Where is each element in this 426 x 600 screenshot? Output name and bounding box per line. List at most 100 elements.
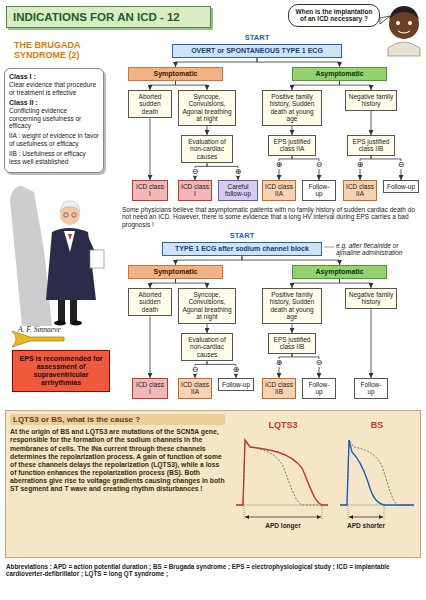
node-text: ICD class I <box>181 183 209 198</box>
node-text: OVERT or SPONTANEOUS TYPE 1 ECG <box>175 47 339 55</box>
flow-connector <box>292 126 293 135</box>
node-text: IIB : Usefulness or efficacy less well e… <box>9 150 99 165</box>
flow-connector <box>292 324 293 333</box>
node-text: Aborted sudden death <box>131 291 169 313</box>
sign-label: ⊖ <box>315 359 323 367</box>
node-text: Aborted sudden death <box>131 93 169 115</box>
node-text: Positive family history, Sudden death at… <box>265 291 319 321</box>
node-text: Positive family history, Sudden death at… <box>265 93 319 123</box>
shoe <box>54 321 66 326</box>
followup-box: Follow-up <box>218 378 254 391</box>
note-box: EPS is recommended for assessment of sup… <box>12 350 110 392</box>
followup-box: Careful follow-up <box>218 180 258 201</box>
node-text: ICD class I <box>135 381 165 396</box>
shadow <box>10 186 52 326</box>
abbreviations: Abbreviations : APD = action potential d… <box>6 563 420 577</box>
process-box: Positive family history, Sudden death at… <box>262 90 322 126</box>
panel-heading: LQTS3 or BS, what is the cause ? <box>10 414 225 425</box>
flow-connector <box>176 58 258 67</box>
glasses <box>72 213 76 217</box>
class-box: Class I :Clear evidence that procedure o… <box>4 68 104 173</box>
node-text: EPS justified class IIA <box>271 138 313 153</box>
sign-label: ⊕ <box>275 359 283 367</box>
symptom-band: Asymptomatic <box>292 67 387 81</box>
process-box: EPS justified class IIB <box>347 135 395 156</box>
outcome-box: ICD class IIA <box>343 180 377 201</box>
callout-text: e.g. after flecainide or ajmaline admini… <box>336 242 420 257</box>
flow-connector <box>371 156 401 180</box>
start-box: TYPE 1 ECG after sodium channel block <box>162 242 322 256</box>
flow-connector <box>292 354 319 378</box>
hair <box>389 6 419 20</box>
flow-connector <box>207 324 208 333</box>
outcome-box: ICD class I <box>132 180 168 201</box>
apd-label: APD shorter <box>338 522 394 529</box>
node-text: Careful follow-up <box>221 183 255 198</box>
node-text: Follow-up <box>305 183 333 198</box>
node-text: Syncope, Convulsions, Agonal breathing a… <box>181 291 233 321</box>
flow-connector <box>176 81 208 90</box>
node-text: Class I : <box>9 73 99 81</box>
node-text: ICD class I <box>135 183 165 198</box>
glasses <box>64 213 68 217</box>
process-box: Evaluation of non-cardiac causes <box>181 333 233 361</box>
process-box: EPS justified class IIB <box>268 333 316 354</box>
process-box: Syncope, Convulsions, Agonal breathing a… <box>178 288 236 324</box>
node-text: IIA : weight of evidence in favor of use… <box>9 132 99 147</box>
mouth <box>398 31 410 33</box>
speech-bubble: When is the implantation of an ICD neces… <box>288 4 380 27</box>
sign-label: ⊕ <box>356 161 364 169</box>
flow-connector <box>292 81 340 90</box>
followup-box: Follow-up <box>383 180 419 193</box>
node-text: Clear evidence that procedure or treatme… <box>9 81 99 96</box>
node-text: Follow-up <box>357 381 385 396</box>
node-text: TYPE 1 ECG after sodium channel block <box>165 245 319 253</box>
outcome-box: ICD class IIA <box>178 378 212 399</box>
section-title: THE BRUGADA SYNDROME (2) <box>14 40 129 61</box>
symptom-band: Symptomatic <box>128 67 223 81</box>
node-text: ICD class IIB <box>265 381 293 396</box>
flow-connector <box>176 256 243 265</box>
node-text: At the origin of BS and LQTS3 are mutati… <box>10 428 225 493</box>
node-text: Negative family history <box>348 291 394 306</box>
sign-label: ⊖ <box>397 161 405 169</box>
node-text: Asymptomatic <box>295 268 384 276</box>
flow-connector <box>150 81 176 90</box>
node-text: Negative family history <box>348 93 394 108</box>
outcome-box: ICD class IIB <box>262 378 296 399</box>
node-text: Follow-up <box>305 381 333 396</box>
flow-connector <box>150 118 151 180</box>
coat <box>46 228 96 300</box>
process-box: Aborted sudden death <box>128 288 172 316</box>
sign-label: ⊖ <box>191 168 199 176</box>
hair <box>60 201 80 212</box>
apd-label: APD longer <box>255 522 311 529</box>
flow-connector <box>242 256 340 265</box>
outcome-box: ICD class IIA <box>262 180 296 201</box>
bubble-tail <box>380 16 390 24</box>
node-text: EPS justified class IIB <box>350 138 392 153</box>
sign-label: ⊕ <box>275 161 283 169</box>
node-text: ICD class IIA <box>265 183 293 198</box>
process-box: Positive family history, Sudden death at… <box>262 288 322 324</box>
sign-label: ⊖ <box>315 161 323 169</box>
process-box: EPS justified class IIA <box>268 135 316 156</box>
flow-connector <box>176 279 208 288</box>
node-text: Follow-up <box>221 381 251 388</box>
bow-tie <box>68 234 72 240</box>
followup-box: Follow-up <box>354 378 388 399</box>
flow-connector <box>292 279 340 288</box>
node-text: Conflicting evidence concerning usefulne… <box>9 107 99 129</box>
note-text: Some physicians believe that asymptomati… <box>122 206 420 228</box>
node-text: EPS is recommended for assessment of sup… <box>17 355 105 387</box>
process-box: Negative family history <box>345 288 397 309</box>
node-text: EPS justified class IIB <box>271 336 313 351</box>
shoe <box>70 321 82 326</box>
process-box: Negative family history <box>345 90 397 111</box>
node-text: Symptomatic <box>131 268 220 276</box>
node-text: Syncope, Convulsions, Agonal breathing a… <box>181 93 233 123</box>
node-text: Evaluation of non-cardiac causes <box>184 138 230 160</box>
node-text: When is the implantation of an ICD neces… <box>294 8 374 23</box>
symptom-band: Symptomatic <box>128 265 223 279</box>
node-text: Follow-up <box>386 183 416 190</box>
